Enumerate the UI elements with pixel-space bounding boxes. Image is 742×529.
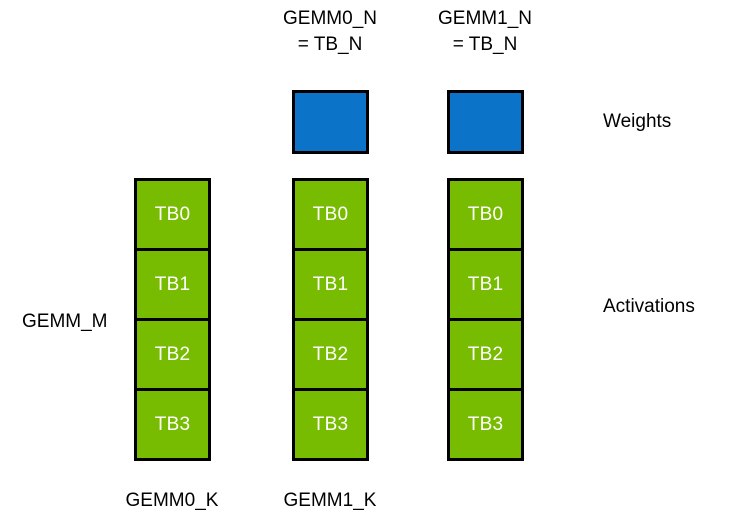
activation-cell: TB3 <box>292 388 369 461</box>
gemm0-n-label-line1: GEMM0_N <box>283 8 377 29</box>
gemm1-n-label-line2: = TB_N <box>452 34 518 55</box>
activation-column-0: TB0 TB1 TB2 TB3 <box>134 178 211 461</box>
activation-cell: TB0 <box>134 178 211 251</box>
gemm-m-label: GEMM_M <box>22 311 108 332</box>
activations-row-label: Activations <box>603 296 695 317</box>
gemm1-k-label: GEMM1_K <box>283 490 377 511</box>
activation-cell: TB2 <box>447 318 524 391</box>
activation-cell: TB1 <box>447 248 524 321</box>
activation-cell: TB0 <box>292 178 369 251</box>
gemm0-n-label-line2: = TB_N <box>297 34 363 55</box>
activation-cell: TB2 <box>292 318 369 391</box>
activation-cell: TB3 <box>134 388 211 461</box>
activation-column-1: TB0 TB1 TB2 TB3 <box>292 178 369 461</box>
activation-cell: TB3 <box>447 388 524 461</box>
activation-column-2: TB0 TB1 TB2 TB3 <box>447 178 524 461</box>
activation-cell: TB0 <box>447 178 524 251</box>
activation-cell: TB1 <box>292 248 369 321</box>
activation-cell: TB2 <box>134 318 211 391</box>
gemm1-weight-block <box>447 90 524 154</box>
gemm0-weight-block <box>292 90 369 154</box>
activation-cell: TB1 <box>134 248 211 321</box>
gemm1-n-label-line1: GEMM1_N <box>438 8 532 29</box>
gemm0-k-label: GEMM0_K <box>125 490 219 511</box>
weights-row-label: Weights <box>603 111 672 132</box>
